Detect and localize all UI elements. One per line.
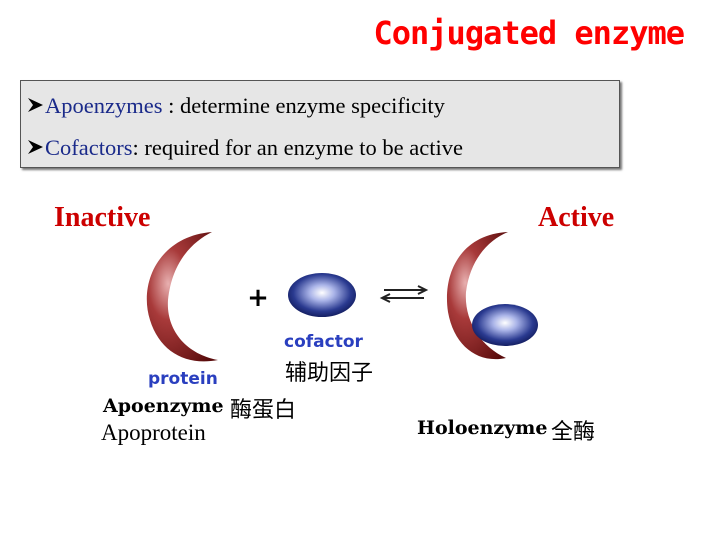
holoenzyme-cofactor-oval bbox=[472, 304, 538, 346]
cofactor-chinese-label: 辅助因子 bbox=[285, 361, 374, 386]
protein-label: protein bbox=[148, 369, 218, 389]
slide-title: Conjugated enzyme bbox=[373, 14, 685, 52]
equilibrium-arrows-icon bbox=[379, 285, 429, 303]
bullet-text: : determine enzyme specificity bbox=[162, 93, 445, 118]
holoenzyme-label: Holoenzyme bbox=[417, 417, 548, 439]
cofactor-label: cofactor bbox=[284, 332, 363, 352]
bullet-term: Cofactors bbox=[45, 135, 133, 160]
apoenzyme-chinese-label: 酶蛋白 bbox=[230, 398, 297, 423]
bullet-text: : required for an enzyme to be active bbox=[132, 135, 463, 160]
inactive-label: Inactive bbox=[54, 202, 151, 233]
holoenzyme-crescent bbox=[446, 232, 508, 360]
plus-sign: + bbox=[247, 283, 269, 313]
bullet-arrow-icon bbox=[27, 135, 44, 161]
apoenzyme-label: Apoenzyme bbox=[103, 395, 224, 417]
bullet-term: Apoenzymes bbox=[45, 93, 163, 118]
bullet-apoenzymes: Apoenzymes : determine enzyme specificit… bbox=[27, 93, 445, 119]
cofactor-oval bbox=[288, 273, 356, 317]
active-label: Active bbox=[538, 202, 615, 233]
apoprotein-label: Apoprotein bbox=[101, 420, 206, 445]
holoenzyme-chinese-label: 全酶 bbox=[551, 420, 596, 445]
bullet-cofactors: Cofactors: required for an enzyme to be … bbox=[27, 135, 463, 161]
apoenzyme-crescent bbox=[146, 232, 218, 362]
definition-box: Apoenzymes : determine enzyme specificit… bbox=[20, 80, 620, 168]
bullet-arrow-icon bbox=[27, 93, 44, 119]
